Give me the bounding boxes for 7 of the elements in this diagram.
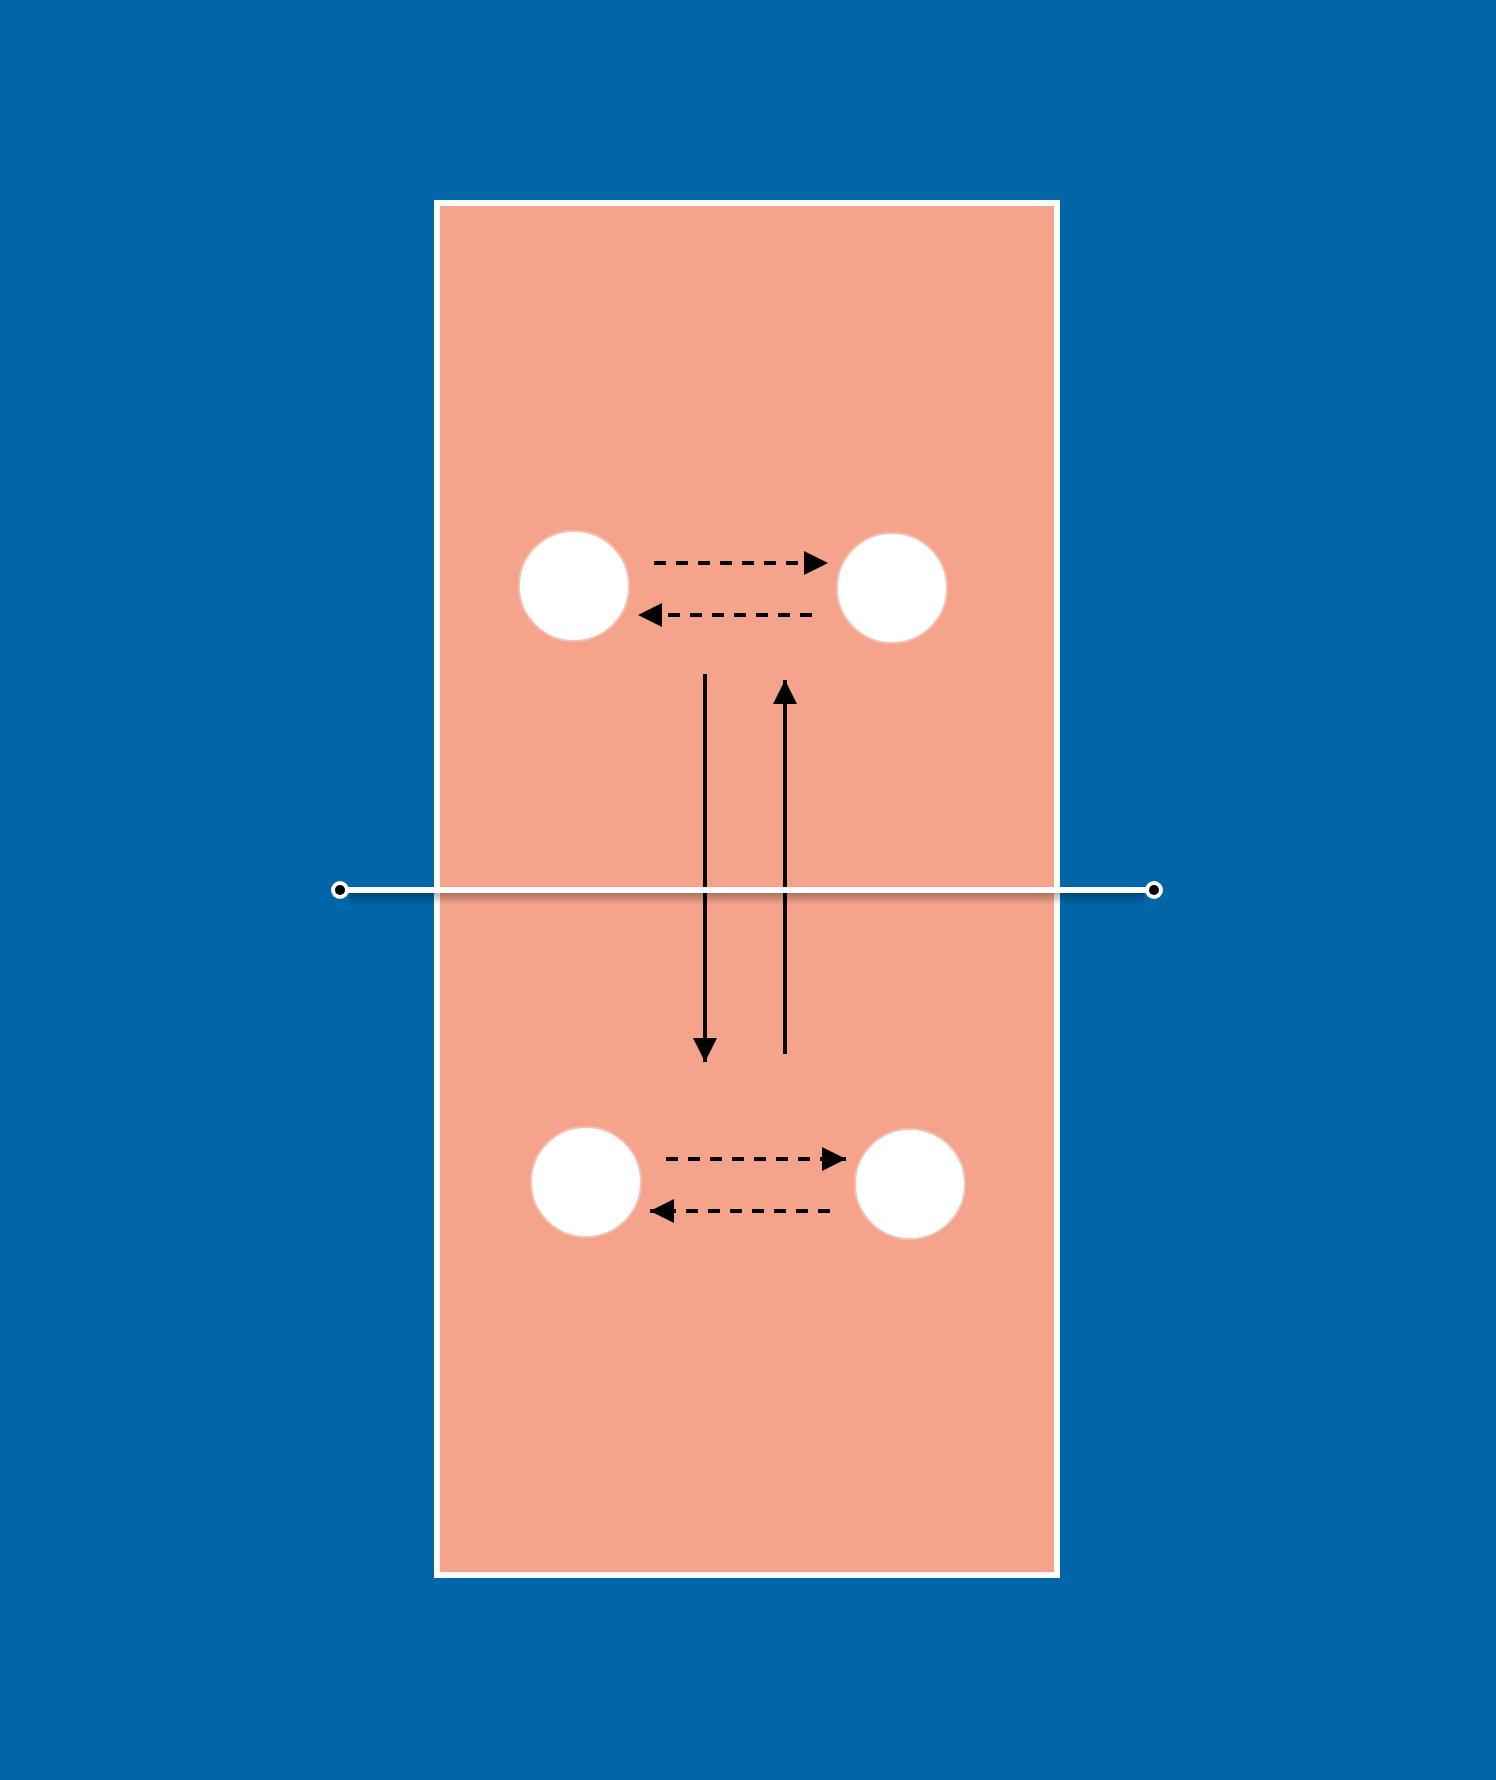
dashed-arrow xyxy=(638,603,812,627)
dashed-arrow xyxy=(654,551,828,575)
arrow xyxy=(693,674,717,1062)
arrow xyxy=(773,680,797,1054)
dashed-arrow xyxy=(666,1147,846,1171)
court xyxy=(434,200,1060,1578)
dashed-arrow xyxy=(650,1199,830,1223)
